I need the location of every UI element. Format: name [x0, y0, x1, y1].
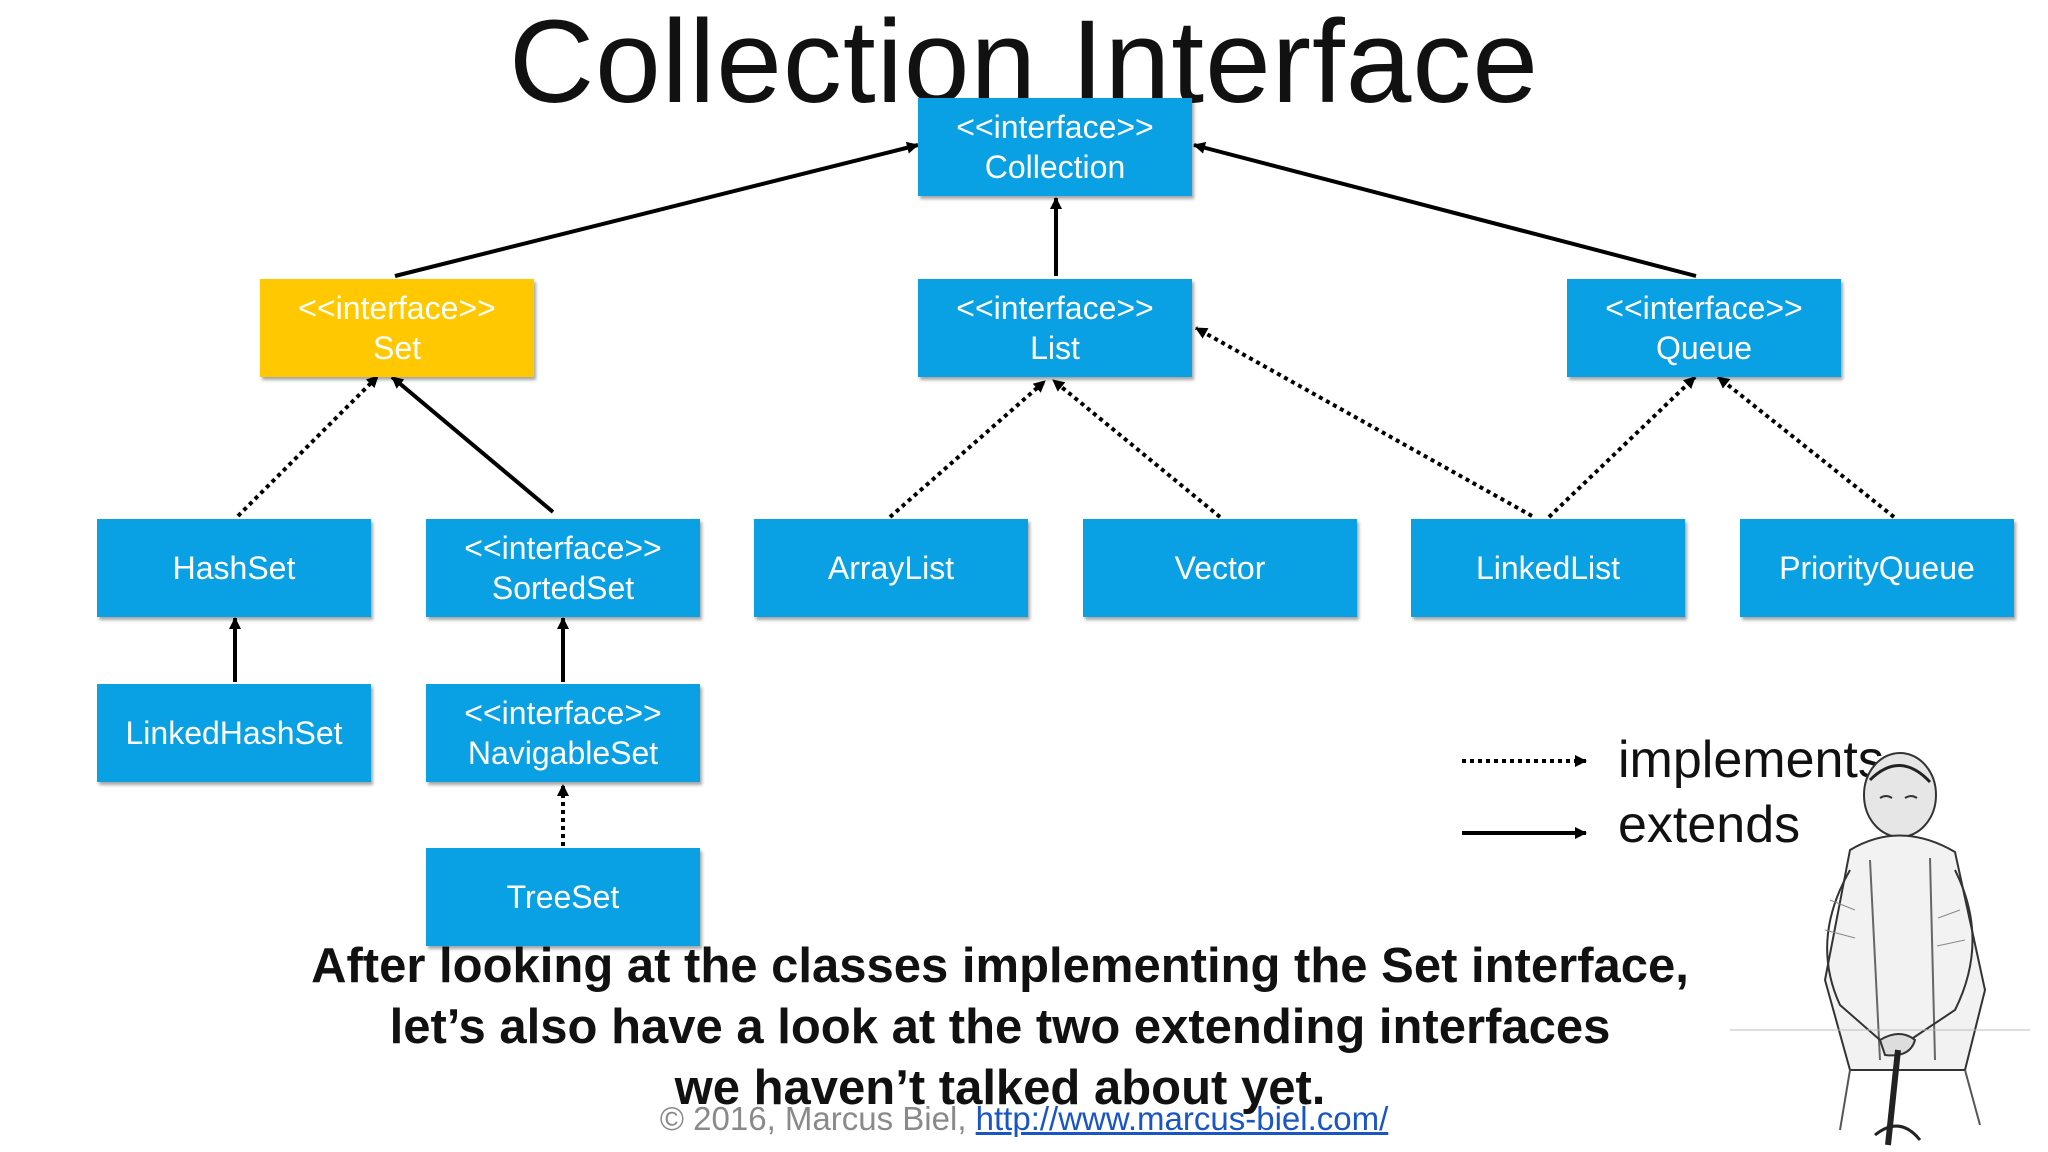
node-name: NavigableSet — [467, 735, 659, 771]
node-stereotype: <<interface>> — [464, 530, 662, 566]
arrow-vector-to-list — [1051, 378, 1222, 519]
node-name: Vector — [1174, 550, 1266, 586]
node-name: LinkedList — [1475, 550, 1621, 586]
node-list: <<interface>> List — [918, 279, 1192, 377]
caption-line-2: let’s also have a look at the two extend… — [389, 1000, 1611, 1054]
node-treeset: TreeSet — [426, 848, 700, 946]
node-name: List — [1030, 330, 1080, 366]
node-name: SortedSet — [491, 570, 635, 606]
node-set: <<interface>> Set — [260, 279, 534, 377]
node-vector: Vector — [1083, 519, 1357, 617]
node-name: Set — [372, 330, 422, 366]
arrow-sortedset-to-set — [390, 375, 555, 514]
node-stereotype: <<interface>> — [1605, 290, 1803, 326]
node-stereotype: <<interface>> — [956, 290, 1154, 326]
node-hashset: HashSet — [97, 519, 371, 617]
arrow-linkedlist-to-list — [1195, 326, 1533, 518]
caption-line-3: we haven’t talked about yet. — [674, 1061, 1326, 1115]
node-name: Queue — [1655, 330, 1753, 366]
caption-line-1: After looking at the classes implementin… — [311, 939, 1689, 993]
node-linkedhashset: LinkedHashSet — [97, 684, 371, 782]
node-sortedset: <<interface>> SortedSet — [426, 519, 700, 617]
node-name: TreeSet — [506, 879, 620, 915]
node-name: ArrayList — [827, 550, 955, 586]
arrow-set-to-collection — [394, 141, 919, 278]
legend-extends-label: extends — [1618, 796, 1801, 854]
node-collection: <<interface>> Collection — [918, 98, 1192, 196]
copyright-footer: © 2016, Marcus Biel, http://www.marcus-b… — [0, 1100, 2048, 1138]
node-linkedlist: LinkedList — [1411, 519, 1685, 617]
craftsman-illustration — [1730, 752, 2030, 1146]
caption: After looking at the classes implementin… — [0, 936, 2000, 1119]
node-stereotype: <<interface>> — [298, 290, 496, 326]
arrow-queue-to-collection — [1193, 141, 1697, 278]
node-priorityqueue: PriorityQueue — [1740, 519, 2014, 617]
arrow-arraylist-to-list — [888, 379, 1047, 519]
copyright-text: © 2016, Marcus Biel, — [659, 1100, 976, 1137]
node-name: PriorityQueue — [1779, 550, 1975, 586]
node-name: LinkedHashSet — [125, 715, 343, 751]
arrow-linkedlist-to-queue — [1547, 375, 1697, 519]
node-stereotype: <<interface>> — [956, 109, 1154, 145]
legend-implements-label: implements — [1618, 731, 1884, 789]
node-stereotype: <<interface>> — [464, 695, 662, 731]
node-name: HashSet — [172, 550, 296, 586]
arrow-priorityqueue-to-queue — [1716, 375, 1896, 519]
node-arraylist: ArrayList — [754, 519, 1028, 617]
node-queue: <<interface>> Queue — [1567, 279, 1841, 377]
node-navigableset: <<interface>> NavigableSet — [426, 684, 700, 782]
website-link[interactable]: http://www.marcus-biel.com/ — [975, 1100, 1389, 1137]
node-name: Collection — [984, 149, 1126, 185]
arrow-hashset-to-set — [236, 374, 380, 518]
